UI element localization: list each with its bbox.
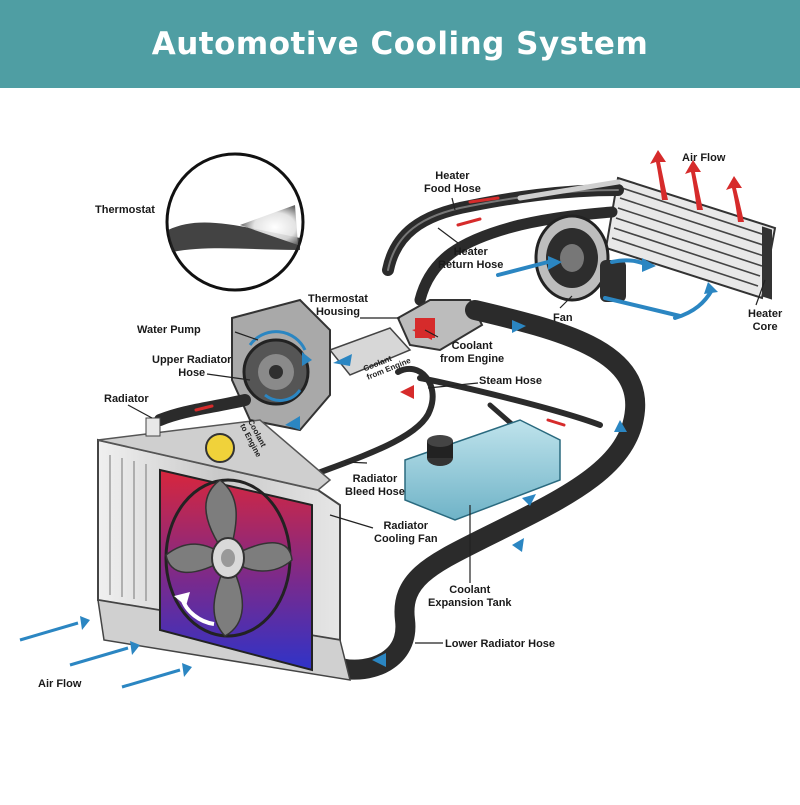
return-hose-flow-arrows <box>372 320 627 667</box>
label-lower-radiator-hose: Lower Radiator Hose <box>445 638 556 650</box>
upper-radiator-hose <box>154 394 251 426</box>
label-air-flow-top: Air Flow <box>682 152 726 164</box>
heater-core <box>604 176 777 300</box>
coolant-from-engine-arrow <box>400 325 432 399</box>
page-title: Automotive Cooling System <box>151 26 649 62</box>
main-return-hose <box>330 300 646 680</box>
diagram-svg <box>19 150 777 689</box>
coolant-expansion-tank <box>404 419 561 521</box>
label-fan: Fan <box>553 312 573 324</box>
heater-fan <box>534 214 626 302</box>
leader-lines <box>127 197 766 644</box>
header-banner: Automotive Cooling System <box>0 0 800 88</box>
heater-hoses <box>382 179 624 306</box>
thermostat-inset <box>165 152 305 292</box>
label-steam-hose: Steam Hose <box>479 375 542 387</box>
label-radiator: Radiator <box>104 393 149 405</box>
air-flow-top-arrows <box>650 150 744 222</box>
label-thermostat: Thermostat <box>95 204 155 216</box>
label-air-flow-bottom: Air Flow <box>38 678 82 690</box>
engine-assembly <box>231 298 484 432</box>
air-flow-bottom-arrows <box>19 621 181 689</box>
radiator-cooling-fan <box>164 478 293 638</box>
label-water-pump: Water Pump <box>137 324 201 336</box>
pump-flow-arrows <box>285 352 352 430</box>
